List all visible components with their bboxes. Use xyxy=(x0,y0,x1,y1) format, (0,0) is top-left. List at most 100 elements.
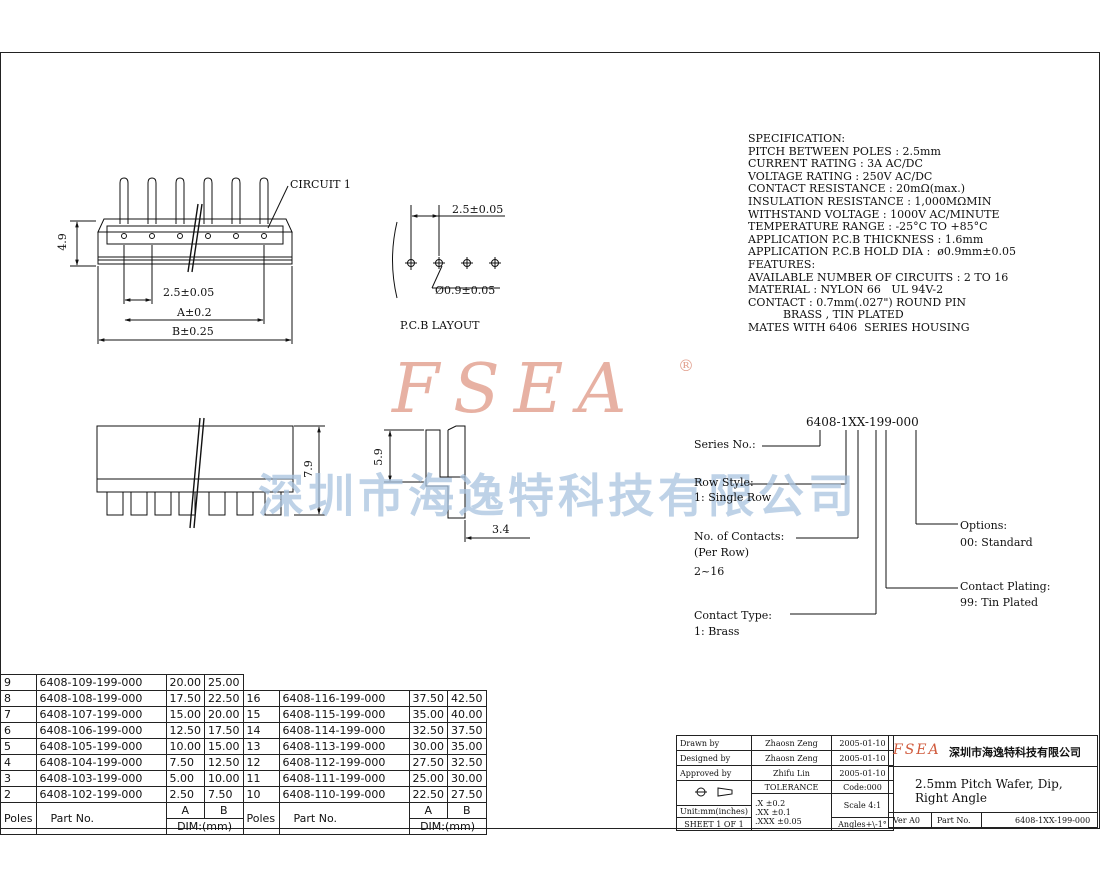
cell xyxy=(279,674,410,691)
tol-xx: .XX ±0.1 xyxy=(754,807,791,817)
cell: 5.00 xyxy=(165,770,206,787)
cell: 22.50 xyxy=(204,690,244,707)
cell: 25.00 xyxy=(204,674,244,691)
dim-unit-header: DIM:(mm) xyxy=(408,818,487,835)
spec-line: TEMPERATURE RANGE : -25°C TO +85°C xyxy=(748,220,988,234)
cell xyxy=(409,674,448,691)
cell: 5 xyxy=(0,738,37,755)
spec-line: BRASS , TIN PLATED xyxy=(748,308,904,322)
part-code-leaders xyxy=(748,430,958,615)
cell: 17.50 xyxy=(165,690,206,707)
spec-line: CONTACT RESISTANCE : 20mΩ(max.) xyxy=(748,182,965,196)
cell xyxy=(242,674,280,691)
plating-value: 99: Tin Plated xyxy=(960,596,1039,609)
cell: 6408-111-199-000 xyxy=(278,770,410,787)
row-style-title: Row Style: xyxy=(694,476,754,489)
cell: 9 xyxy=(0,674,37,691)
watermark-logo: FSEA xyxy=(392,350,641,429)
contact-type-value: 1: Brass xyxy=(694,625,740,638)
cell: 6408-104-199-000 xyxy=(35,754,167,771)
pcb-hole-dim: Ø0.9±0.05 xyxy=(435,284,496,297)
cell: 7 xyxy=(0,706,37,723)
cell: 7.50 xyxy=(204,786,244,803)
part-no-header: Part No. xyxy=(35,802,167,835)
tol-xxx: .XXX ±0.05 xyxy=(754,816,802,826)
title-block-right: FSEA 深圳市海逸特科技有限公司 2.5mm Pitch Wafer, Dip… xyxy=(888,735,1098,828)
cell: 12.50 xyxy=(165,722,206,739)
part-number: 6408-1XX-199-000 xyxy=(1015,816,1091,825)
cell: 10 xyxy=(242,786,280,803)
dim-a: A±0.2 xyxy=(177,306,212,319)
cell: 10.00 xyxy=(204,770,244,787)
specification-block: SPECIFICATION: PITCH BETWEEN POLES : 2.5… xyxy=(748,132,1016,335)
cell: 37.50 xyxy=(408,690,449,707)
cell: 30.00 xyxy=(447,770,487,787)
cell: 20.00 xyxy=(165,674,206,691)
bottom-row: Ver A0 Part No. 6408-1XX-199-000 xyxy=(889,812,1097,828)
poles-header: Poles xyxy=(0,802,37,835)
cell: 6408-110-199-000 xyxy=(278,786,410,803)
cell: 2 xyxy=(0,786,37,803)
cell: 8 xyxy=(0,690,37,707)
b-header: B xyxy=(447,802,487,819)
cell: 6408-112-199-000 xyxy=(278,754,410,771)
divider xyxy=(931,813,932,828)
cell: 6408-108-199-000 xyxy=(35,690,167,707)
cell: 6408-116-199-000 xyxy=(278,690,410,707)
cell: 6408-109-199-000 xyxy=(35,674,167,691)
angles-label: Angles+\-1° xyxy=(830,817,894,831)
cell: 37.50 xyxy=(447,722,487,739)
designed-label: Designed by xyxy=(676,750,752,766)
spec-line: SPECIFICATION: xyxy=(748,132,846,145)
cell: 15.00 xyxy=(204,738,244,755)
pcb-layout-label: P.C.B LAYOUT xyxy=(400,319,480,332)
approved-name: Zhifu Lin xyxy=(750,765,832,781)
b-header: B xyxy=(204,802,244,819)
sheet-label: SHEET 1 OF 1 xyxy=(676,817,752,831)
circuit-1-label: CIRCUIT 1 xyxy=(290,178,351,191)
cell xyxy=(447,674,487,691)
projection-icon xyxy=(694,787,733,797)
table-header-row: Poles Part No. A B Poles Part No. A B xyxy=(0,802,487,835)
watermark-registered: ® xyxy=(678,356,694,375)
cell: 6408-103-199-000 xyxy=(35,770,167,787)
spec-line: VOLTAGE RATING : 250V AC/DC xyxy=(748,169,933,183)
cell: 3 xyxy=(0,770,37,787)
divider xyxy=(981,813,982,828)
cell: 11 xyxy=(242,770,280,787)
tolerance-label: TOLERANCE xyxy=(750,780,832,794)
dim-pitch: 2.5±0.05 xyxy=(163,286,215,299)
cell: 40.00 xyxy=(447,706,487,723)
cell: 13 xyxy=(242,738,280,755)
cell: 35.00 xyxy=(447,738,487,755)
cell: 32.50 xyxy=(408,722,449,739)
cell: 12 xyxy=(242,754,280,771)
spec-line: FEATURES: xyxy=(748,257,816,271)
dim-b: B±0.25 xyxy=(172,325,214,338)
cell: 12.50 xyxy=(204,754,244,771)
cell: 25.00 xyxy=(408,770,449,787)
drawn-label: Drawn by xyxy=(676,735,752,751)
cell: 2.50 xyxy=(165,786,206,803)
side-view xyxy=(384,425,530,542)
contact-type-title: Contact Type: xyxy=(694,609,772,622)
projection-symbol xyxy=(676,780,752,806)
options-title: Options: xyxy=(960,519,1008,532)
spec-line: CONTACT : 0.7mm(.027") ROUND PIN xyxy=(748,295,967,309)
ver-label: Ver A0 xyxy=(893,816,921,825)
cell: 6408-115-199-000 xyxy=(278,706,410,723)
cell: 22.50 xyxy=(408,786,449,803)
designed-name: Zhaosn Zeng xyxy=(750,750,832,766)
table-row: TOLERANCE Code:000 xyxy=(676,780,894,806)
pcb-layout-view xyxy=(392,205,505,299)
spec-line: APPLICATION P.C.B THICKNESS : 1.6mm xyxy=(748,232,984,246)
